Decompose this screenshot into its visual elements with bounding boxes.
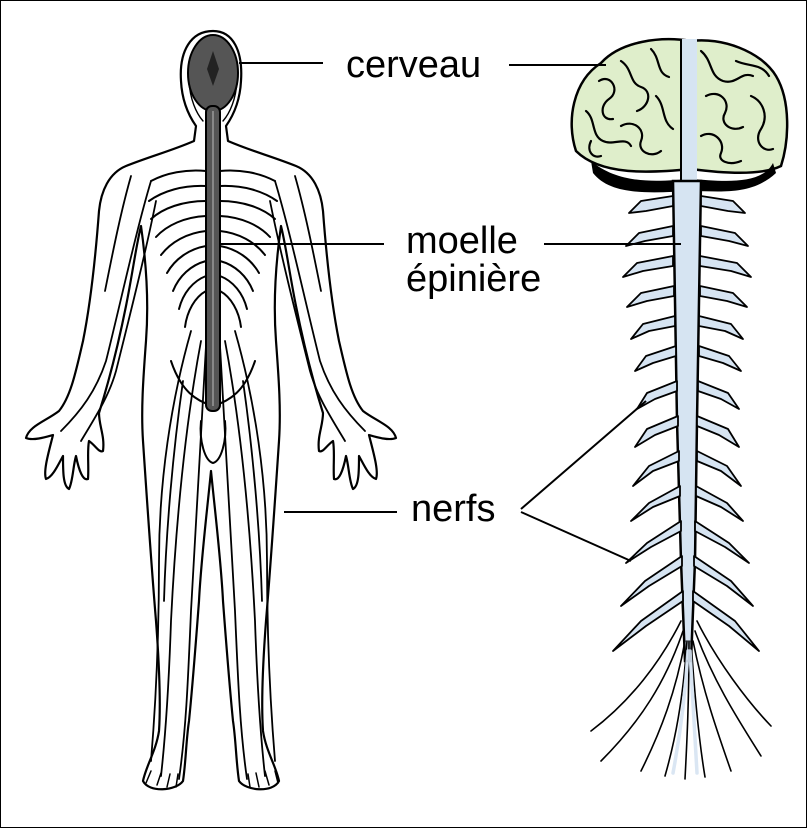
leader-nerfs-upper [521, 401, 646, 509]
label-moelle: moelle [406, 221, 518, 261]
label-cerveau: cerveau [346, 45, 481, 85]
label-nerfs: nerfs [411, 489, 495, 529]
leader-nerfs-lower [521, 512, 631, 561]
label-epiniere: épinière [406, 259, 541, 299]
